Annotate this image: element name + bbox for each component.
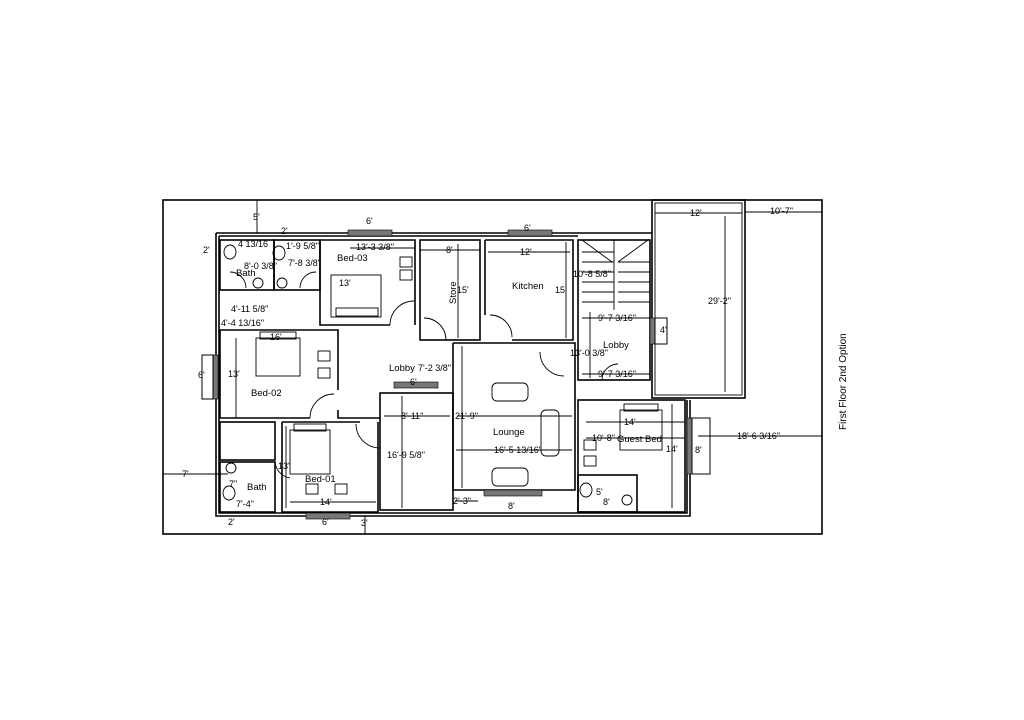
doors [229,271,619,479]
dimension-label: 8' [695,445,702,455]
room-label-store: Store [448,281,459,304]
room-label-bed-03: Bed-03 [337,253,368,264]
staircase [581,239,650,310]
dimension-label: 2' [203,245,210,255]
room-walls [219,239,686,513]
dimension-label: 15' [457,285,469,295]
dimension-label: 14' [320,497,332,507]
dimension-label: 2'-3" [453,496,471,506]
room-label-bed-02: Bed-02 [251,388,282,399]
dimension-label: 13' [278,461,290,471]
windows [201,229,711,520]
building-outer-wall [215,232,691,517]
dimension-label: 4'-11 5/8" [231,304,268,314]
dimension-label: 8' [603,497,610,507]
dimension-label: 4 13/16 [238,239,268,249]
dimension-label: 2' [228,517,235,527]
dimension-label: 8' [446,245,453,255]
room-label-lounge: Lounge [493,427,525,438]
dimension-label: 3' [361,518,368,528]
dimension-label: 4' [660,325,667,335]
dimension-label: 7'-8 3/8" [288,258,321,268]
dimension-label: 7'-2 3/8" [418,363,451,373]
dimension-label: 8'-0 3/8" [244,261,277,271]
dimension-label: 18'-6 3/16" [737,431,780,441]
dimension-label: 10'-8 5/8" [573,269,611,279]
dimension-label: 9'-7 3/16" [598,369,636,379]
dimension-label: 6' [198,370,205,380]
dimension-label: 13'-0 3/8" [570,348,608,358]
dimension-label: 5' [596,487,603,497]
room-label-lobby-stair: Lobby [603,340,629,351]
dimension-label: 9'-7 3/16" [598,313,636,323]
dimension-label: 1'-9 5/8" [286,241,319,251]
dimension-label: 12' [520,247,532,257]
dimension-label: 16'-5 13/16" [494,445,542,455]
dimension-label: 6' [410,377,417,387]
room-label-kitchen: Kitchen [512,281,544,292]
room-label-bath-bottom: Bath [247,482,267,493]
dimension-label: 14' [666,444,678,454]
dimension-label: 21'-9" [455,411,478,421]
dimension-label: 8'-11" [401,411,423,421]
furniture [222,244,663,506]
room-label-guest-bed: Guest Bed [617,434,662,445]
dimension-label: 7" [229,479,237,489]
dimension-label: 14' [624,417,636,427]
dimension-label: 13'-3 3/8" [356,242,394,252]
dimension-label: 10'-8" [592,433,615,443]
dimension-label: 4'-4 13/16" [221,318,264,328]
drawing-title: First Floor 2nd Option [838,333,849,430]
dimension-label: 16'-9 5/8" [387,450,425,460]
dimension-lines [163,200,822,534]
dimension-label: 6' [322,517,329,527]
dimension-label: 13' [228,369,240,379]
room-label-bath-top: Bath [236,268,256,279]
dimension-label: 8' [508,501,515,511]
dimension-label: 6' [524,223,531,233]
room-label-bed-01: Bed-01 [305,474,336,485]
terrace-outer [651,199,746,399]
dimension-label: 7'-4" [236,499,254,509]
terrace-inner [654,202,743,396]
dimension-label: 13' [339,278,351,288]
dimension-label: 6' [366,216,373,226]
dimension-label: 12' [690,208,702,218]
dimension-label: 10'-7" [770,206,793,216]
room-label-lobby-center: Lobby [389,363,415,374]
plot-boundary [162,199,823,535]
dimension-label: 5' [253,212,260,222]
dimension-label: 7' [182,469,189,479]
dimension-label: 15' [555,285,567,295]
dimension-label: 29'-2" [708,296,731,306]
dimension-label: 2' [281,226,288,236]
dimension-label: 16' [270,332,282,342]
